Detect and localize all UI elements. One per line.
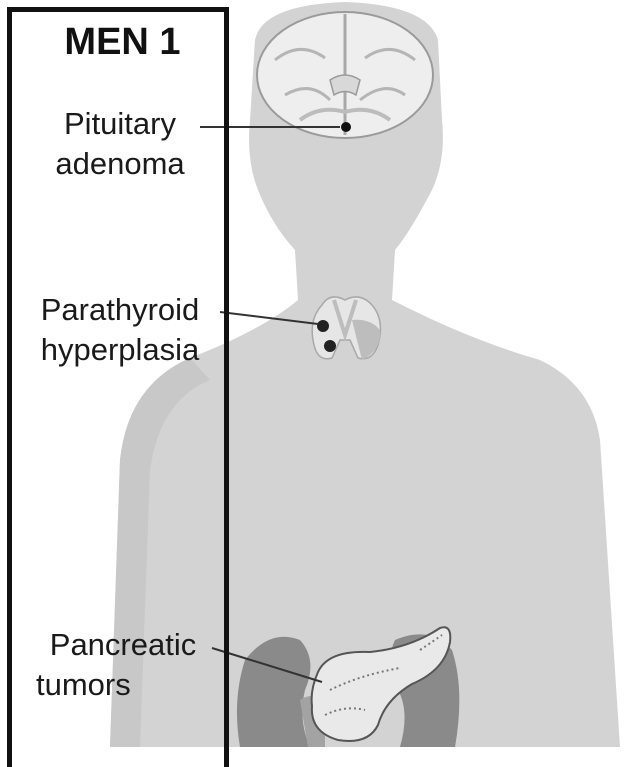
parathyroid-label-line2: hyperplasia bbox=[18, 330, 222, 370]
parathyroid-label: Parathyroid hyperplasia bbox=[18, 290, 222, 370]
pituitary-label: Pituitary adenoma bbox=[40, 104, 200, 184]
pituitary-label-line2: adenoma bbox=[40, 144, 200, 184]
pancreatic-label-line2: tumors bbox=[28, 665, 218, 705]
pituitary-label-line1: Pituitary bbox=[40, 104, 200, 144]
men1-diagram: MEN 1 Pituitary adenoma Parathyroid hype… bbox=[0, 0, 633, 747]
pancreatic-label-line1: Pancreatic bbox=[28, 625, 218, 665]
figure-title: MEN 1 bbox=[20, 20, 225, 64]
pancreatic-label: Pancreatic tumors bbox=[28, 625, 218, 705]
parathyroid-label-line1: Parathyroid bbox=[18, 290, 222, 330]
brain-icon bbox=[257, 12, 433, 138]
